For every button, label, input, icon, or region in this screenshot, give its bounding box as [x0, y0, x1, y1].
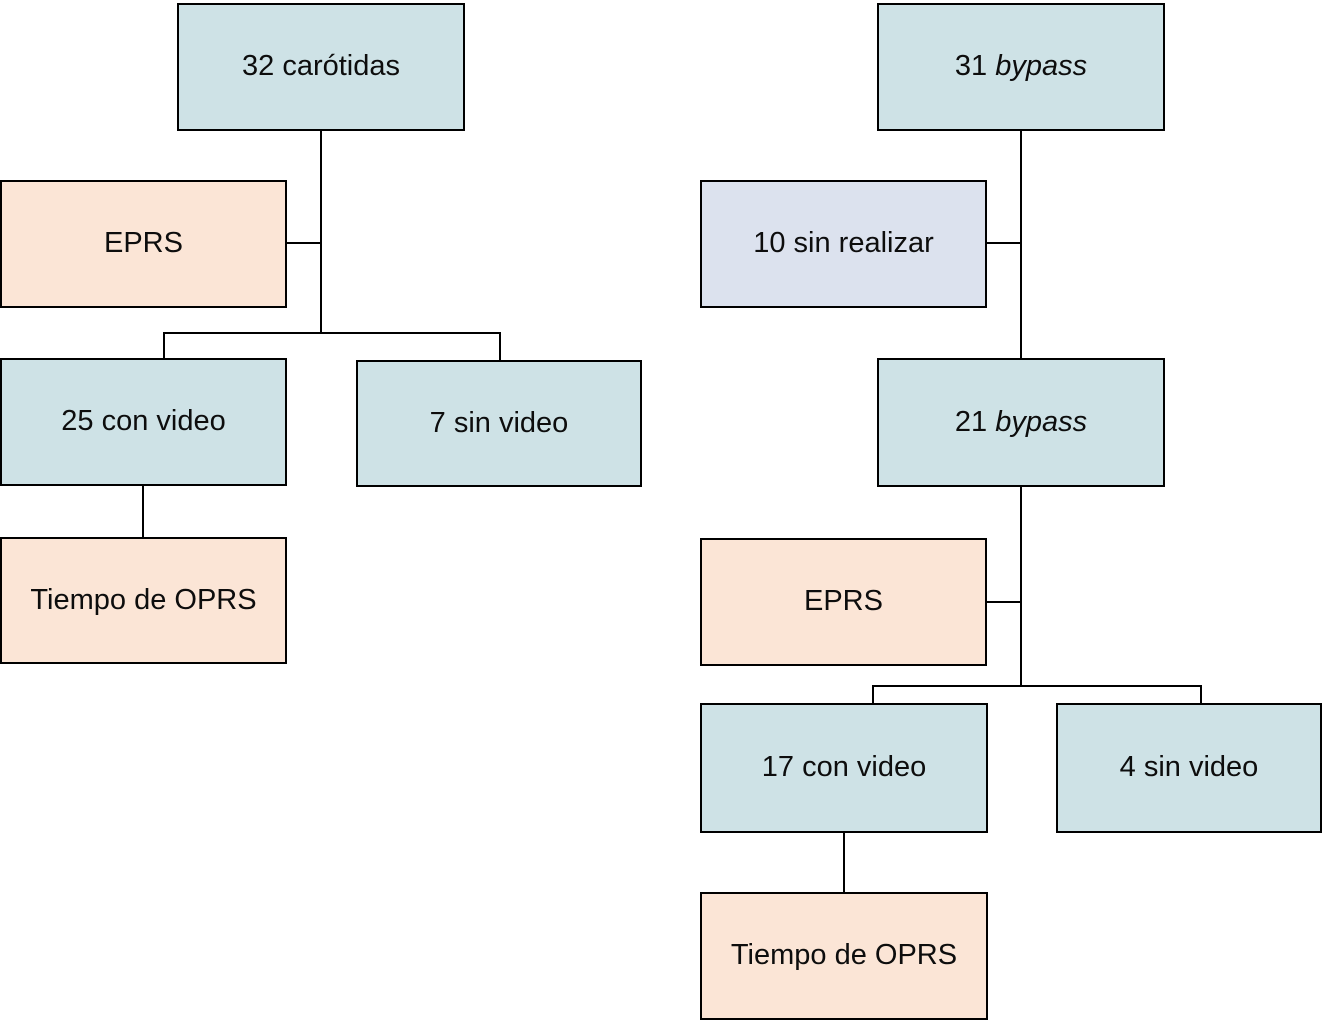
right-with-video-node: 17 con video	[700, 703, 988, 833]
right-eprs-node: EPRS	[700, 538, 987, 666]
right-split-drop-right-line	[1200, 685, 1202, 705]
right-eprs-connector-line	[985, 601, 1022, 603]
right-eprs-label: EPRS	[804, 585, 883, 618]
right-root-node: 31 bypass	[877, 3, 1165, 131]
left-oprs-time-label: Tiempo de OPRS	[30, 583, 257, 616]
right-performed-vertical-line	[1020, 485, 1022, 687]
left-eprs-connector-line	[285, 242, 322, 244]
right-oprs-vertical-line	[843, 831, 845, 894]
left-eprs-label: EPRS	[104, 227, 183, 260]
right-split-horizontal-line	[872, 685, 1202, 687]
right-performed-label: 21 bypass	[954, 405, 1088, 438]
left-without-video-node: 7 sin video	[356, 360, 642, 487]
left-oprs-time-node: Tiempo de OPRS	[0, 537, 287, 664]
left-without-video-label: 7 sin video	[429, 406, 569, 439]
right-without-video-label: 4 sin video	[1119, 751, 1259, 784]
right-split-drop-left-line	[872, 685, 874, 705]
left-with-video-node: 25 con video	[0, 358, 287, 486]
left-oprs-vertical-line	[142, 484, 144, 539]
right-root-label: 31 bypass	[954, 50, 1088, 83]
right-without-video-node: 4 sin video	[1056, 703, 1322, 833]
right-oprs-time-node: Tiempo de OPRS	[700, 892, 988, 1020]
right-not-performed-connector-line	[985, 242, 1022, 244]
left-split-horizontal-line	[163, 332, 501, 334]
right-root-vertical-line	[1020, 129, 1022, 360]
left-root-node: 32 carótidas	[177, 3, 465, 131]
left-root-label: 32 carótidas	[242, 50, 400, 83]
right-not-performed-node: 10 sin realizar	[700, 180, 987, 308]
right-with-video-label: 17 con video	[761, 751, 927, 784]
right-not-performed-label: 10 sin realizar	[753, 227, 934, 260]
left-eprs-node: EPRS	[0, 180, 287, 308]
right-oprs-time-label: Tiempo de OPRS	[730, 939, 958, 972]
left-with-video-label: 25 con video	[61, 405, 226, 438]
left-root-vertical-line	[320, 129, 322, 334]
left-split-drop-right-line	[499, 332, 501, 362]
right-performed-node: 21 bypass	[877, 358, 1165, 487]
left-split-drop-left-line	[163, 332, 165, 360]
